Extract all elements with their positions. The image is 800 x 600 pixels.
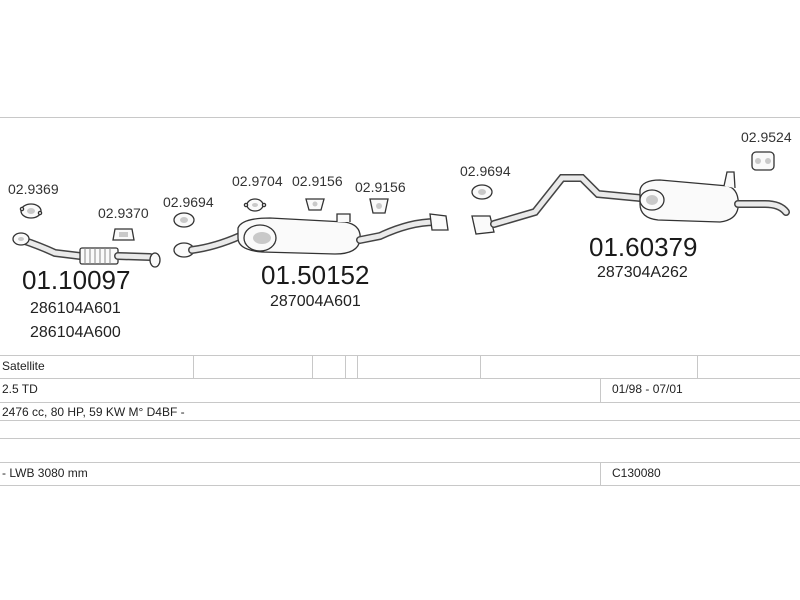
hanger-02-9156-a-icon xyxy=(305,198,325,211)
front-oem-1: 286104A601 xyxy=(30,300,121,317)
table-line-5 xyxy=(0,438,800,439)
model-cell: Satellite xyxy=(2,359,45,373)
hanger-02-9156-b-icon xyxy=(369,198,389,214)
engine-cell: 2.5 TD xyxy=(2,382,38,396)
part-label-02-9524: 02.9524 xyxy=(741,129,792,145)
body-cell: - LWB 3080 mm xyxy=(2,466,88,480)
hanger-02-9524-icon xyxy=(751,151,775,171)
middle-section-number: 01.50152 xyxy=(261,260,369,290)
period-cell: 01/98 - 07/01 xyxy=(612,382,683,396)
gasket-02-9694-a-icon xyxy=(173,212,195,228)
table-vline-1 xyxy=(193,355,194,378)
gasket-02-9694-b-icon xyxy=(471,184,493,200)
part-label-02-9370: 02.9370 xyxy=(98,205,149,221)
table-line-7 xyxy=(0,485,800,486)
front-pipe-section xyxy=(12,232,161,268)
part-label-02-9156-b: 02.9156 xyxy=(355,179,406,195)
hanger-02-9370-icon xyxy=(112,228,135,241)
middle-oem-1: 287004A601 xyxy=(270,293,361,310)
clamp-02-9704-icon xyxy=(243,198,267,212)
front-oem-2: 286104A600 xyxy=(30,324,121,341)
top-border-line xyxy=(0,117,800,118)
table-line-4 xyxy=(0,420,800,421)
table-vline-8 xyxy=(600,462,601,485)
part-label-02-9156-a: 02.9156 xyxy=(292,173,343,189)
table-line-3 xyxy=(0,402,800,403)
middle-muffler-section xyxy=(173,213,449,258)
rear-muffler-section xyxy=(471,171,790,235)
part-label-02-9694-b: 02.9694 xyxy=(460,163,511,179)
gasket-02-9369-icon xyxy=(19,203,43,219)
table-line-2 xyxy=(0,378,800,379)
table-vline-6 xyxy=(697,355,698,378)
front-section-number: 01.10097 xyxy=(22,265,130,295)
part-label-02-9694-a: 02.9694 xyxy=(163,194,214,210)
part-label-02-9704: 02.9704 xyxy=(232,173,283,189)
rear-section-number: 01.60379 xyxy=(589,232,697,262)
rear-oem-1: 287304A262 xyxy=(597,264,688,281)
table-vline-2 xyxy=(312,355,313,378)
part-label-02-9369: 02.9369 xyxy=(8,181,59,197)
table-vline-4 xyxy=(357,355,358,378)
table-vline-5 xyxy=(480,355,481,378)
table-vline-3 xyxy=(345,355,346,378)
table-vline-7 xyxy=(600,378,601,402)
table-line-1 xyxy=(0,355,800,356)
spec-cell: 2476 cc, 80 HP, 59 KW M° D4BF - xyxy=(2,405,185,419)
table-line-6 xyxy=(0,462,800,463)
code-cell: C130080 xyxy=(612,466,661,480)
